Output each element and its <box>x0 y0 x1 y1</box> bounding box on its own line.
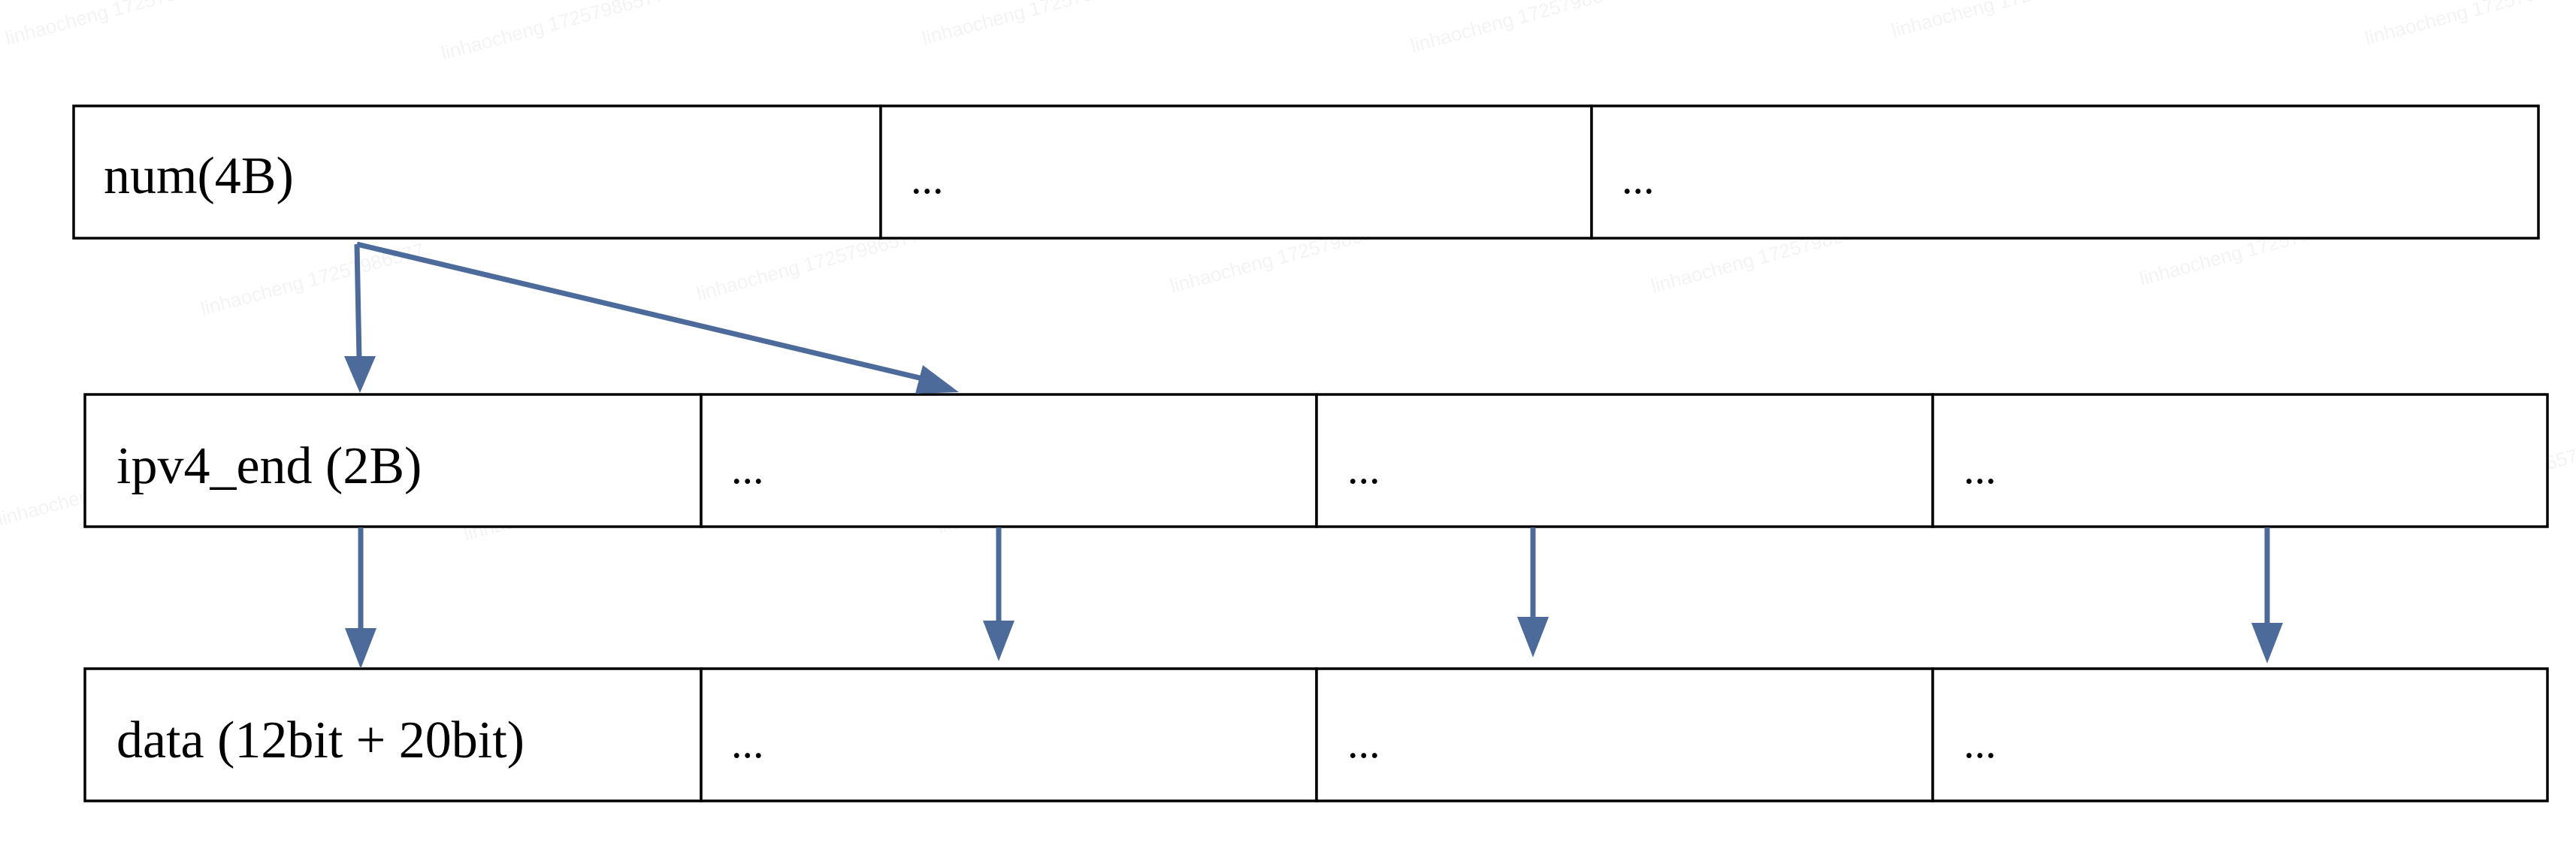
watermark-text: linhaocheng 17257986577 <box>439 0 667 65</box>
cell-ipv4-ellipsis-2 <box>1315 393 1934 528</box>
cell-data-label: data (12bit + 20bit) <box>116 712 525 769</box>
arrow-ipv4-ellipsis-2-to-data-ellipsis-2 <box>1517 527 1549 657</box>
watermark-text: linhaocheng 17257986577 <box>2363 0 2576 50</box>
cell-data-ellipsis-2 <box>1315 667 1934 802</box>
cell-ipv4-ellipsis-1 <box>700 393 1318 528</box>
arrow-ipv4-ellipsis-1-to-data-ellipsis-1 <box>983 527 1014 661</box>
cell-ipv4-end-label: ipv4_end (2B) <box>116 437 422 495</box>
row-num: num(4B) ... ... <box>72 104 2540 240</box>
cell-num-ellipsis-1 <box>879 104 1593 240</box>
arrow-ipv4-end-to-data <box>345 527 376 669</box>
cell-num-ellipsis-2 <box>1590 104 2540 240</box>
cell-data-ellipsis-3-label: ... <box>1964 718 1997 767</box>
cell-num-label: num(4B) <box>104 147 294 205</box>
row-data: data (12bit + 20bit) ... ... ... <box>83 667 2549 802</box>
arrow-num-to-ipv4-end <box>344 243 376 393</box>
cell-num-ellipsis-2-label: ... <box>1622 154 1655 203</box>
cell-num-ellipsis-1-label: ... <box>911 154 944 203</box>
cell-num <box>72 104 882 240</box>
cell-ipv4-ellipsis-2-label: ... <box>1347 444 1380 493</box>
cell-ipv4-end <box>83 393 703 528</box>
watermark-text: linhaocheng 17257986577 <box>1889 0 2118 42</box>
cell-data-ellipsis-3 <box>1931 667 2549 802</box>
watermark-text: linhaocheng 17257986577 <box>920 0 1148 50</box>
cell-data-ellipsis-1 <box>700 667 1318 802</box>
arrow-ipv4-ellipsis-3-to-data-ellipsis-3 <box>2251 527 2283 663</box>
cell-ipv4-ellipsis-3 <box>1931 393 2549 528</box>
cell-data-ellipsis-1-label: ... <box>731 718 764 767</box>
arrow-num-to-ipv4-ellipsis-1 <box>356 241 959 394</box>
row-ipv4-end: ipv4_end (2B) ... ... ... <box>83 393 2549 528</box>
cell-ipv4-ellipsis-1-label: ... <box>731 444 764 493</box>
watermark-text: linhaocheng 17257986577 <box>1408 0 1637 57</box>
cell-ipv4-ellipsis-3-label: ... <box>1964 444 1997 493</box>
cell-data <box>83 667 703 802</box>
cell-data-ellipsis-2-label: ... <box>1347 718 1380 767</box>
watermark-text: linhaocheng 17257986577 <box>3 0 231 50</box>
